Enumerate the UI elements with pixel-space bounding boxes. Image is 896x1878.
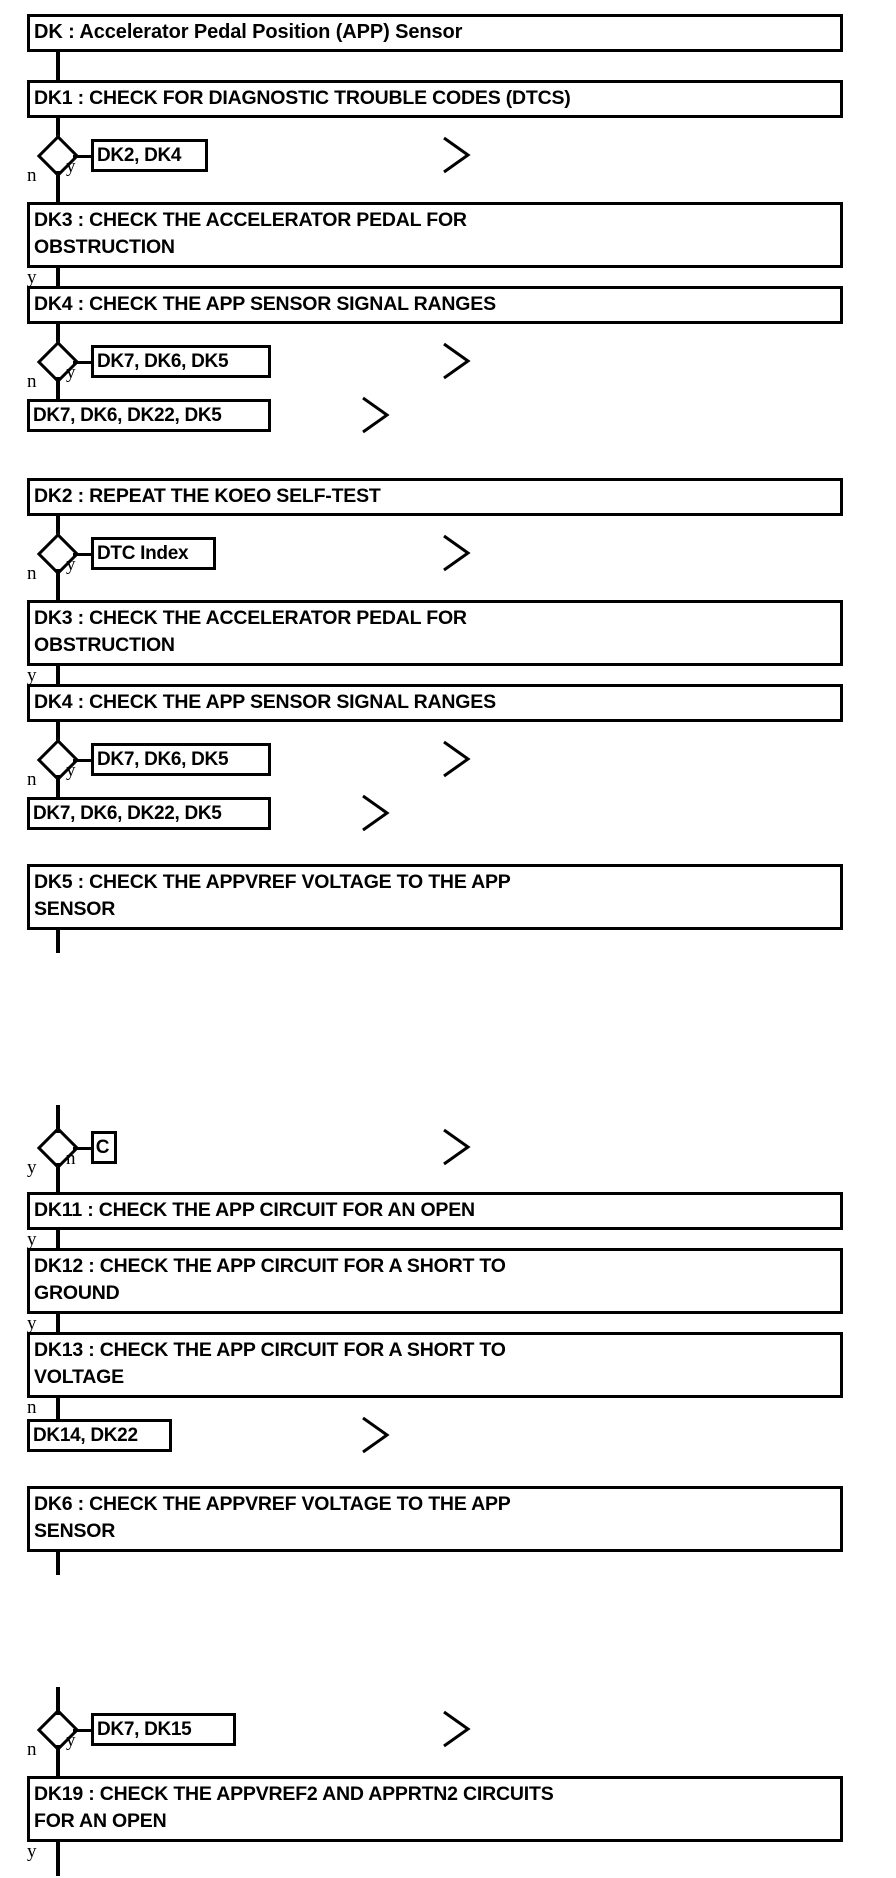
continues-chevron-2 [438,338,471,380]
step-box-dk12: DK12 : CHECK THE APP CIRCUIT FOR A SHORT… [27,1248,843,1314]
branch-label-y-6: y [66,760,76,781]
branch-label-y-11: y [27,1841,37,1862]
step-box-dk5: DK5 : CHECK THE APPVREF VOLTAGE TO THE A… [27,864,843,930]
step-box-dk11: DK11 : CHECK THE APP CIRCUIT FOR AN OPEN [27,1192,843,1230]
branch-label-n-7: n [27,1739,37,1760]
continues-chevron-9 [438,1706,471,1748]
reference-box-dk7-dk6-dk5-a: DK7, DK6, DK5 [91,345,271,378]
step-box-dk1: DK1 : CHECK FOR DIAGNOSTIC TROUBLE CODES… [27,80,843,118]
branch-label-y-2: y [27,267,37,288]
reference-box-dk7-dk6-dk22-dk5-a: DK7, DK6, DK22, DK5 [27,399,271,432]
reference-box-dk7-dk6-dk22-dk5-b: DK7, DK6, DK22, DK5 [27,797,271,830]
branch-label-y-5: y [27,665,37,686]
branch-label-n-5: n [66,1148,76,1169]
branch-label-n-2: n [27,371,37,392]
step-box-dk3-b: DK3 : CHECK THE ACCELERATOR PEDAL FOR OB… [27,600,843,666]
connector-decision-6-yes [73,1729,94,1732]
connector-decision-4-no [56,775,60,799]
branch-label-n-3: n [27,563,37,584]
connector-dk4a-to-decision-2 [56,324,60,347]
connector-decision-1-no [56,171,60,202]
continues-chevron-3 [357,392,390,434]
connector-dk13-to-dk14 [56,1398,60,1421]
branch-label-y-8: y [27,1229,37,1250]
connector-dk5-to-decision-5 [56,930,60,953]
connector-decision-5-down [56,1105,60,1133]
connector-decision-4-yes [73,759,94,762]
connector-decision-3-yes [73,553,94,556]
connector-decision-5-no [73,1147,94,1150]
connector-decision-3-no [56,569,60,600]
continues-chevron-4 [438,530,471,572]
connector-dk3a-to-dk4a [56,268,60,286]
connector-dk3b-to-dk4b [56,666,60,684]
reference-box-dk14-dk22: DK14, DK22 [27,1419,172,1452]
step-box-dk4-a: DK4 : CHECK THE APP SENSOR SIGNAL RANGES [27,286,843,324]
step-box-dk13: DK13 : CHECK THE APP CIRCUIT FOR A SHORT… [27,1332,843,1398]
continues-chevron-7 [438,1124,471,1166]
branch-label-n-6: n [27,1397,37,1418]
connector-dk6-to-decision-6 [56,1552,60,1575]
continues-chevron-5 [438,736,471,778]
branch-label-n-1: n [27,165,37,186]
connector-decision-5-yes [56,1163,60,1192]
connector-decision-6-no [56,1745,60,1776]
reference-box-c: C [91,1131,117,1164]
continues-chevron-8 [357,1412,390,1454]
connector-decision-2-yes [73,361,94,364]
branch-label-y-7: y [27,1157,37,1178]
reference-box-dk2-dk4: DK2, DK4 [91,139,208,172]
connector-decision-6-down [56,1687,60,1715]
flowchart-title-box: DK : Accelerator Pedal Position (APP) Se… [27,14,843,52]
connector-decision-2-no [56,377,60,401]
connector-dk1-to-decision-1 [56,118,60,141]
branch-label-y-4: y [66,554,76,575]
connector-dk12-to-dk13 [56,1314,60,1332]
branch-label-y-1: y [66,156,76,177]
reference-box-dk7-dk15: DK7, DK15 [91,1713,236,1746]
connector-dk11-to-dk12 [56,1230,60,1248]
connector-title-to-dk1 [56,52,60,80]
continues-chevron-1 [438,132,471,174]
connector-decision-1-yes [73,155,94,158]
reference-box-dk7-dk6-dk5-b: DK7, DK6, DK5 [91,743,271,776]
connector-dk19-out [56,1842,60,1876]
connector-dk4b-to-decision-4 [56,722,60,745]
reference-box-dtc-index: DTC Index [91,537,216,570]
branch-label-n-4: n [27,769,37,790]
branch-label-y-9: y [27,1313,37,1334]
step-box-dk6: DK6 : CHECK THE APPVREF VOLTAGE TO THE A… [27,1486,843,1552]
connector-dk2-to-decision-3 [56,516,60,539]
step-box-dk3-a: DK3 : CHECK THE ACCELERATOR PEDAL FOR OB… [27,202,843,268]
branch-label-y-10: y [66,1730,76,1751]
step-box-dk4-b: DK4 : CHECK THE APP SENSOR SIGNAL RANGES [27,684,843,722]
step-box-dk2: DK2 : REPEAT THE KOEO SELF-TEST [27,478,843,516]
continues-chevron-6 [357,790,390,832]
step-box-dk19: DK19 : CHECK THE APPVREF2 AND APPRTN2 CI… [27,1776,843,1842]
branch-label-y-3: y [66,362,76,383]
